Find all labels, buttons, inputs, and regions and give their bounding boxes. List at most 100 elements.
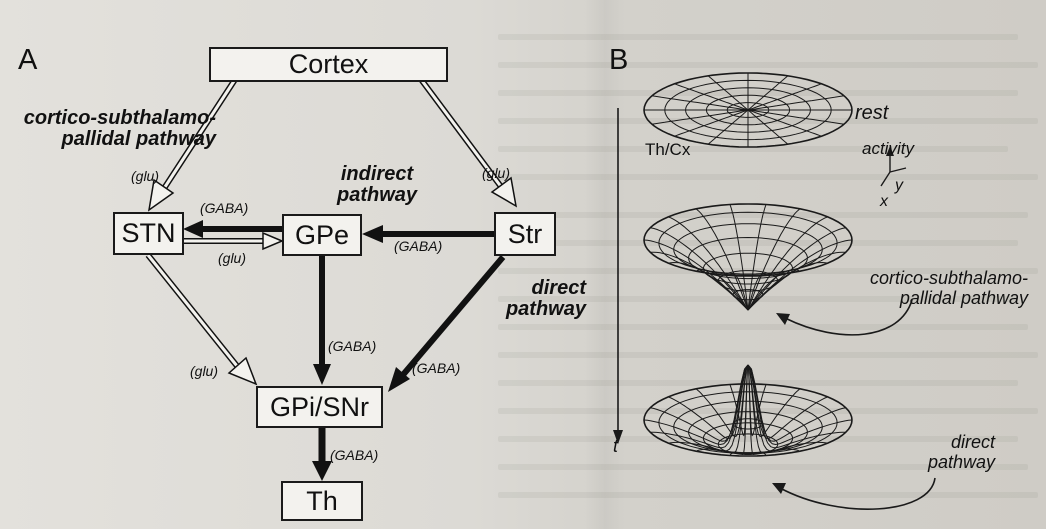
node-stn: STN	[113, 212, 184, 255]
axis-label-activity: activity	[862, 139, 914, 158]
surface-cortico-spoke	[747, 227, 846, 311]
cortico-pathway-label-line-2: pallidal pathway	[61, 128, 216, 150]
axis-activity-arrowhead	[886, 146, 894, 156]
surface-direct-spoke	[747, 364, 801, 438]
arrow-stn-to-gpi	[145, 253, 258, 386]
surface-direct-spoke	[729, 364, 749, 437]
transmitter-stn-gpe: (glu)	[218, 250, 247, 266]
transmitter-gpe-gpi: (GABA)	[328, 338, 377, 354]
surface-rest-spoke	[651, 109, 749, 125]
surface-direct-spoke	[695, 364, 749, 438]
surface-label-th-cx: Th/Cx	[645, 140, 691, 159]
surface-rest-spoke	[651, 95, 749, 111]
surface-cortico-spoke	[747, 204, 767, 311]
surface-direct-label-line-2: pathway	[927, 452, 995, 472]
arrow-cortex-to-str	[417, 76, 518, 208]
pointer-cortico-curve	[784, 299, 913, 336]
node-cortex: Cortex	[209, 47, 448, 82]
pointer-direct-curve	[779, 477, 936, 510]
surface-rest-spoke	[747, 95, 845, 111]
transmitter-gpi-th: (GABA)	[330, 447, 379, 463]
surface-rest-spoke	[747, 109, 789, 145]
node-str-label: Str	[507, 218, 543, 249]
node-gpe: GPe	[282, 214, 362, 256]
surface-cortico-spoke	[668, 216, 749, 311]
surface-cortico-spoke	[729, 204, 749, 311]
surface-cortico-spoke	[650, 227, 749, 311]
surface-direct-spoke	[747, 364, 767, 456]
node-stn-label: STN	[121, 218, 176, 248]
surface-direct-spoke	[668, 364, 749, 439]
surface-rest-spoke	[707, 75, 749, 111]
surface-rest-spoke	[707, 109, 749, 145]
node-th: Th	[281, 481, 363, 521]
node-gpe-label: GPe	[294, 219, 350, 250]
surface-direct-ring	[643, 383, 853, 457]
axis-x-line	[880, 171, 891, 187]
surface-rest-spoke	[674, 83, 749, 111]
surface-cortico-spoke	[668, 261, 749, 311]
node-cortex-label: Cortex	[288, 49, 369, 79]
surface-rest-spoke	[674, 109, 749, 137]
surface-label-cortico-pathway: cortico-subthalamo- pallidal pathway	[838, 268, 1028, 308]
surface-direct-spoke	[650, 364, 749, 442]
node-gpi-snr: GPi/SNr	[256, 386, 383, 428]
transmitter-stn-gpi: (glu)	[190, 363, 219, 379]
axis-label-x: x	[880, 193, 888, 210]
surface-cortico	[643, 203, 853, 311]
transmitter-str-gpi: (GABA)	[412, 360, 461, 376]
surface-cortico-spoke	[747, 261, 828, 311]
time-axis-arrowhead	[613, 430, 623, 444]
indirect-pathway-label: indirect pathway	[302, 164, 452, 206]
node-th-label: Th	[306, 485, 338, 516]
surface-cortico-spoke	[650, 251, 749, 311]
surface-label-rest: rest	[855, 102, 889, 124]
surface-rest-spoke	[747, 109, 845, 125]
surface-rest	[643, 72, 853, 148]
direct-pathway-label-line-1: direct	[531, 277, 586, 299]
direct-pathway-label-line-2: pathway	[505, 298, 586, 320]
panel-a-label: A	[18, 44, 38, 76]
arrow-gpe-to-gpi	[313, 256, 331, 385]
surface-direct-spoke	[747, 364, 846, 449]
cortico-pathway-label-line-1: cortico-subthalamo-	[23, 107, 216, 129]
node-gpi-snr-label: GPi/SNr	[269, 391, 369, 422]
surface-label-direct-pathway: direct pathway	[915, 432, 995, 472]
surface-direct-spoke	[747, 364, 767, 437]
transmitter-cortex-str: (glu)	[482, 165, 511, 181]
surface-direct-spoke	[747, 364, 828, 439]
pointer-direct-arrowhead	[772, 483, 786, 494]
surface-cortico-spoke	[695, 208, 749, 311]
direct-pathway-label: direct pathway	[470, 278, 586, 320]
surface-cortico-label-line-1: cortico-subthalamo-	[869, 268, 1028, 288]
panel-b-label: B	[609, 44, 629, 76]
surface-rest-spoke	[747, 83, 822, 111]
surface-cortico-ring	[658, 211, 838, 275]
arrow-stn-to-gpe	[183, 231, 284, 251]
axis-y-line	[889, 167, 907, 173]
surface-direct-spoke	[747, 364, 846, 442]
surface-cortico-label-line-2: pallidal pathway	[899, 288, 1028, 308]
transmitter-cortex-stn: (glu)	[131, 168, 160, 184]
surface-direct-spoke	[747, 364, 801, 454]
surface-rest-spoke	[747, 109, 822, 137]
surface-rest-spoke	[747, 75, 789, 111]
arrow-cortex-to-stn	[147, 76, 239, 212]
arrow-gpe-to-stn	[183, 220, 282, 238]
axis-label-y: y	[895, 177, 903, 194]
transmitter-gpe-stn: (GABA)	[200, 200, 249, 216]
surface-cortico-spoke	[747, 273, 767, 311]
node-str: Str	[494, 212, 556, 256]
arrow-gpi-to-th	[312, 428, 332, 481]
axis-label-t: t	[613, 436, 619, 456]
indirect-pathway-label-line-1: indirect	[340, 163, 414, 185]
surface-direct-label-line-1: direct	[950, 432, 995, 452]
arrow-str-to-gpe	[362, 225, 494, 243]
surface-direct	[643, 364, 853, 457]
pointer-cortico-arrowhead	[776, 313, 790, 325]
transmitter-str-gpe: (GABA)	[394, 238, 443, 254]
surface-cortico-spoke	[747, 208, 801, 311]
surface-cortico-spoke	[729, 273, 749, 311]
